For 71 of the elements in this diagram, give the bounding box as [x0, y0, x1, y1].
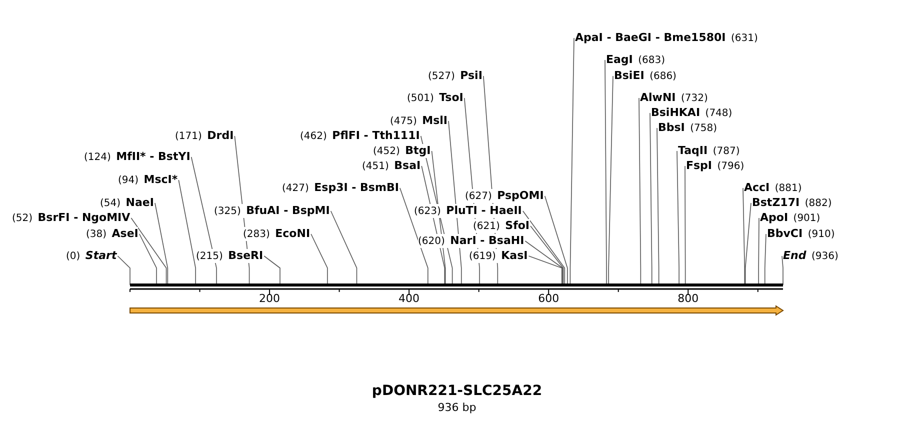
restriction-site-label: (124) MfII* - BstYI — [84, 150, 190, 164]
restriction-site-label: (325) BfuAI - BspMI — [214, 204, 330, 218]
leader-line — [684, 166, 686, 286]
restriction-site-label: (451) BsaI — [362, 159, 421, 173]
restriction-site-label: (527) PsiI — [428, 69, 482, 83]
restriction-site-label: (427) Esp3I - BsmBI — [282, 181, 399, 195]
restriction-site-label: (215) BseRI — [196, 249, 264, 263]
leader-line — [178, 180, 196, 286]
leader-line — [530, 226, 564, 286]
restriction-site-label: (627) PspOMI — [465, 189, 544, 203]
restriction-site-label: ApoI (901) — [760, 211, 820, 225]
leader-line — [190, 156, 217, 286]
leader-line — [764, 234, 766, 286]
restriction-site-label: (283) EcoNI — [243, 227, 310, 241]
leader-line — [650, 112, 652, 286]
leader-line — [570, 38, 574, 286]
restriction-site-label: EagI (683) — [606, 53, 666, 67]
leader-line — [522, 210, 566, 286]
leader-line — [139, 234, 157, 286]
leader-line — [330, 210, 358, 286]
restriction-site-label: TaqII (787) — [678, 144, 740, 158]
leader-line — [676, 150, 680, 286]
leader-line — [744, 202, 752, 286]
restriction-site-label: BstZ17I (882) — [752, 196, 832, 210]
sequence-backbone — [130, 284, 783, 296]
restriction-site-label: (619) KasI — [469, 249, 528, 263]
restriction-site-label: ApaI - BaeGI - Bme1580I (631) — [575, 31, 758, 45]
restriction-site-label: (94) MscI* — [118, 173, 178, 187]
restriction-site-label: (0) Start — [66, 249, 117, 263]
leader-line — [544, 196, 568, 286]
restriction-site-label: AccI (881) — [744, 181, 802, 195]
caption: 936 bp — [436, 401, 478, 414]
restriction-site-label: BbsI (758) — [658, 121, 718, 135]
leader-line — [130, 218, 167, 286]
tick-label: 800 — [678, 292, 699, 305]
feature-arrow — [130, 305, 784, 316]
restriction-site-label: BsiEI (686) — [614, 69, 676, 83]
leader-line — [608, 76, 614, 286]
leader-line — [638, 98, 642, 286]
restriction-site-label: (171) DrdI — [175, 129, 234, 143]
restriction-site-label: (38) AseI — [86, 227, 138, 241]
leader-line — [656, 128, 660, 286]
restriction-site-label: (452) BtgI — [373, 144, 431, 158]
leader-line — [782, 256, 784, 286]
restriction-site-label: (621) SfoI — [473, 219, 530, 233]
restriction-site-label: End (936) — [783, 249, 838, 263]
restriction-site-label: (462) PflFI - Tth111I — [300, 129, 420, 143]
leader-line — [264, 256, 280, 286]
restriction-site-label: BsiHKAI (748) — [651, 106, 732, 120]
restriction-site-label: BbvCI (910) — [767, 227, 835, 241]
leader-line — [154, 202, 168, 286]
restriction-site-label: (54) NaeI — [100, 196, 154, 210]
tick-label: 400 — [398, 292, 420, 305]
leader-line — [758, 218, 760, 286]
leader-line — [604, 60, 607, 286]
restriction-site-label: (623) PluTI - HaeII — [414, 204, 522, 218]
leader-line — [524, 240, 563, 286]
restriction-site-label: FspI (796) — [686, 159, 744, 173]
leader-line — [400, 188, 428, 286]
restriction-site-label: (620) NarI - BsaHI — [418, 234, 524, 248]
tick-label: 600 — [538, 292, 560, 305]
leader-line — [528, 256, 562, 286]
leader-line — [742, 188, 746, 286]
restriction-site-label: AlwNI (732) — [640, 91, 708, 105]
restriction-site-label: (52) BsrFI - NgoMIV — [12, 211, 130, 225]
title: pDONR221-SLC25A22 — [370, 383, 544, 399]
restriction-site-label: (475) MslI — [390, 114, 448, 128]
tick-label: 200 — [259, 292, 280, 305]
leader-line — [117, 256, 130, 286]
restriction-site-label: (501) TsoI — [407, 91, 464, 105]
leader-line — [310, 234, 328, 286]
